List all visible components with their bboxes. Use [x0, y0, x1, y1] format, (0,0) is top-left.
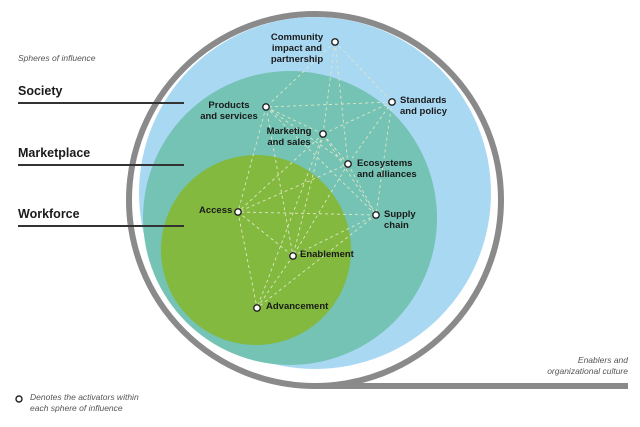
activator-marker-supply	[372, 211, 380, 219]
marketplace-rule	[18, 164, 184, 166]
network-link	[347, 101, 393, 165]
activator-standards-line-1: Standards	[400, 95, 447, 106]
activator-products-line-1: Products	[208, 100, 250, 111]
network-link	[322, 133, 349, 165]
activator-advancement-line-1: Advancement	[266, 301, 329, 312]
activator-markers	[234, 38, 396, 312]
activator-products: Products and services	[196, 100, 262, 123]
legend-marker-icon	[15, 395, 23, 403]
activator-supply-line-1: Supply	[384, 209, 416, 220]
network-link	[265, 106, 377, 216]
legend-text: Denotes the activators within each spher…	[30, 392, 139, 415]
diagram-title: Spheres of influence	[18, 53, 96, 63]
network-link	[256, 255, 294, 309]
activator-ecosystems-line-2: and alliances	[357, 168, 417, 180]
network-link	[237, 211, 377, 216]
enablers-line-2: organizational culture	[547, 366, 628, 377]
network-link	[265, 106, 294, 257]
sphere-label-society: Society	[18, 84, 63, 98]
activator-supply-line-2: chain	[384, 219, 409, 231]
activator-community-line-1: Community	[270, 32, 324, 43]
activator-marker-products	[262, 103, 270, 111]
activator-advancement: Advancement	[266, 301, 329, 313]
network-link	[237, 211, 258, 309]
network-link	[256, 214, 377, 309]
activator-marker-marketing	[319, 130, 327, 138]
activator-enablement: Enablement	[300, 249, 354, 261]
activator-community: Community impact and partnership	[262, 32, 332, 66]
legend-line-2: each sphere of influence	[30, 403, 123, 414]
network-link	[237, 133, 324, 213]
network-link	[334, 41, 349, 165]
network-link	[265, 106, 349, 165]
network-link	[256, 133, 324, 309]
activator-enablement-line-1: Enablement	[300, 249, 354, 260]
society-rule	[18, 102, 184, 104]
activator-marker-access	[234, 208, 242, 216]
enablers-line-1: Enablers and	[577, 355, 628, 365]
activator-marketing: Marketing and sales	[262, 126, 316, 149]
activator-marker-community	[331, 38, 339, 46]
network-link	[292, 133, 324, 257]
legend-line-1: Denotes the activators within	[30, 392, 139, 402]
activator-community-line-2: impact and	[271, 42, 323, 54]
sphere-label-marketplace: Marketplace	[18, 146, 91, 160]
activator-marker-standards	[388, 98, 396, 106]
activator-supply: Supply chain	[384, 209, 416, 232]
network-link	[322, 133, 377, 216]
network-link	[322, 101, 393, 135]
activator-standards: Standards and policy	[400, 95, 447, 118]
activator-marker-ecosystems	[344, 160, 352, 168]
network-link	[265, 106, 324, 135]
activator-access-line-1: Access	[199, 205, 233, 216]
network-link	[237, 106, 267, 213]
activator-ecosystems-line-1: Ecosystems	[357, 158, 413, 169]
network-link	[347, 163, 377, 216]
network-link	[265, 41, 336, 108]
activator-access: Access	[199, 205, 233, 217]
sphere-label-workforce: Workforce	[18, 207, 80, 221]
network-link	[375, 101, 393, 216]
activator-products-line-2: and services	[200, 110, 258, 122]
enablers-label: Enablers and organizational culture	[547, 355, 628, 378]
workforce-sphere	[161, 155, 351, 345]
network-link	[334, 41, 393, 103]
activator-standards-line-2: and policy	[400, 105, 447, 117]
workforce-rule	[18, 225, 184, 227]
activator-community-line-3: partnership	[270, 53, 324, 65]
network-link	[237, 163, 349, 213]
activator-marker-advancement	[253, 304, 261, 312]
activator-ecosystems: Ecosystems and alliances	[357, 158, 417, 181]
activator-marketing-line-2: and sales	[267, 136, 311, 148]
activator-marker-enablement	[289, 252, 297, 260]
activator-marketing-line-1: Marketing	[266, 126, 312, 137]
activator-network	[237, 41, 393, 309]
